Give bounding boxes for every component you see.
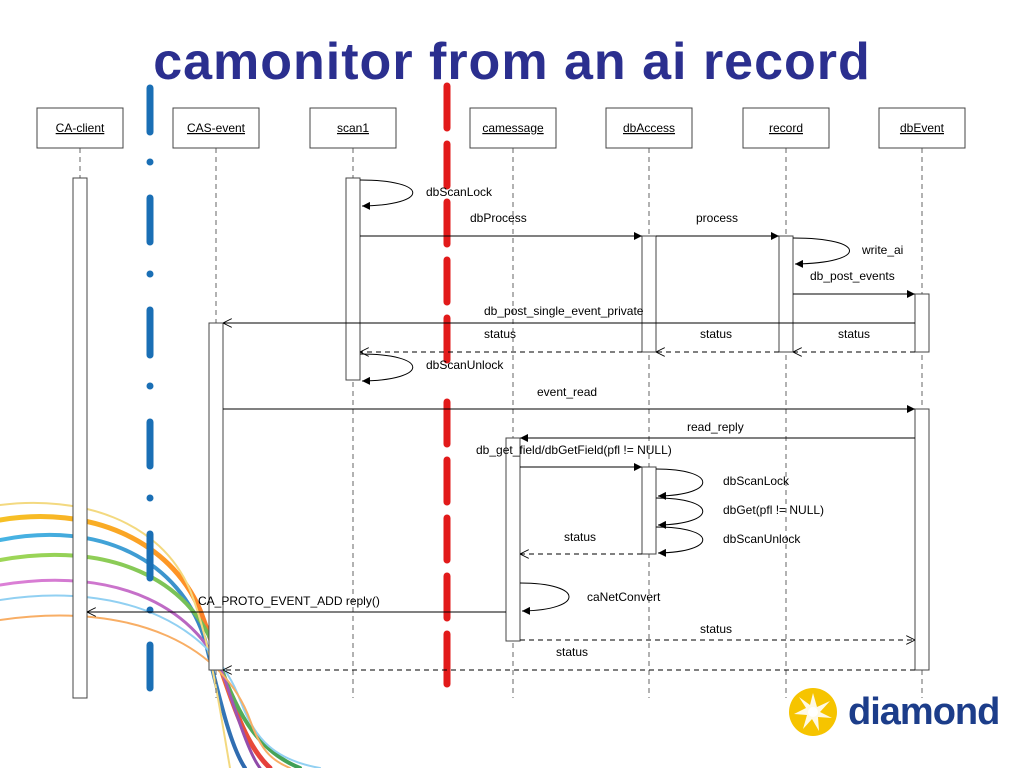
- blue-divider: [146, 84, 154, 692]
- label-dbget: dbGet(pfl != NULL): [723, 503, 824, 517]
- lifeline-label-record: record: [769, 121, 803, 135]
- label-db-post-single-event-private: db_post_single_event_private: [484, 304, 644, 318]
- label-dbscanunlock-1: dbScanUnlock: [426, 358, 504, 372]
- label-db-get-field: db_get_field/dbGetField(pfl != NULL): [476, 443, 672, 457]
- label-event-read: event_read: [537, 385, 597, 399]
- slide-title: camonitor from an ai record: [153, 33, 871, 91]
- label-read-reply: read_reply: [687, 420, 744, 434]
- lifeline-label-camessage: camessage: [482, 121, 544, 135]
- label-write-ai: write_ai: [861, 243, 903, 257]
- activation-record: [778, 235, 794, 353]
- lifeline-header-scan1: scan1: [309, 107, 397, 149]
- activation-dbevent-2: [914, 408, 930, 671]
- label-process: process: [696, 211, 738, 225]
- lifeline-header-dbevent: dbEvent: [878, 107, 966, 149]
- activation-bars: [72, 177, 930, 699]
- lifeline-label-ca-client: CA-client: [56, 121, 105, 135]
- lifeline-header-record: record: [742, 107, 830, 149]
- message-labels: dbScanLock dbProcess process write_ai db…: [198, 185, 903, 659]
- label-dbprocess: dbProcess: [470, 211, 527, 225]
- msg-dbscanunlock-2: [655, 526, 704, 557]
- label-status-6: status: [556, 645, 588, 659]
- diamond-sun-logo-icon: [789, 688, 837, 736]
- label-status-2: status: [700, 327, 732, 341]
- messages: [87, 179, 915, 670]
- msg-dbscanunlock-1: [359, 353, 414, 385]
- msg-dbscanlock-2: [655, 468, 704, 500]
- msg-dbscanlock-1: [359, 179, 414, 210]
- activation-scan1: [345, 177, 361, 381]
- msg-canetconvert: [519, 582, 570, 615]
- lifeline-label-dbevent: dbEvent: [900, 121, 945, 135]
- label-status-4: status: [564, 530, 596, 544]
- swoosh-decoration: [0, 501, 321, 768]
- lifeline-header-camessage: camessage: [469, 107, 557, 149]
- lifeline-label-scan1: scan1: [337, 121, 369, 135]
- activation-ca-client: [72, 177, 88, 699]
- label-dbscanlock-2: dbScanLock: [723, 474, 790, 488]
- msg-dbget: [655, 497, 704, 529]
- activation-cas-event: [208, 322, 224, 671]
- label-status-1: status: [484, 327, 516, 341]
- lifeline-header-ca-client: CA-client: [36, 107, 124, 149]
- activation-dbaccess-1: [641, 235, 657, 353]
- lifeline-label-dbaccess: dbAccess: [623, 121, 675, 135]
- activation-dbaccess-2: [641, 466, 657, 555]
- lifeline-header-cas-event: CAS-event: [172, 107, 260, 149]
- label-canetconvert: caNetConvert: [587, 590, 661, 604]
- lifeline-header-dbaccess: dbAccess: [605, 107, 693, 149]
- msg-write-ai: [792, 237, 850, 268]
- label-ca-proto-reply: CA_PROTO_EVENT_ADD reply(): [198, 594, 380, 608]
- lifeline-lines: [79, 148, 923, 698]
- label-dbscanlock-1: dbScanLock: [426, 185, 493, 199]
- label-status-3: status: [838, 327, 870, 341]
- activation-camessage: [505, 437, 521, 642]
- diamond-logo-text: diamond: [848, 691, 1000, 733]
- activation-dbevent-1: [914, 293, 930, 353]
- label-db-post-events: db_post_events: [810, 269, 895, 283]
- label-status-5: status: [700, 622, 732, 636]
- lifeline-label-cas-event: CAS-event: [187, 121, 246, 135]
- label-dbscanunlock-2: dbScanUnlock: [723, 532, 801, 546]
